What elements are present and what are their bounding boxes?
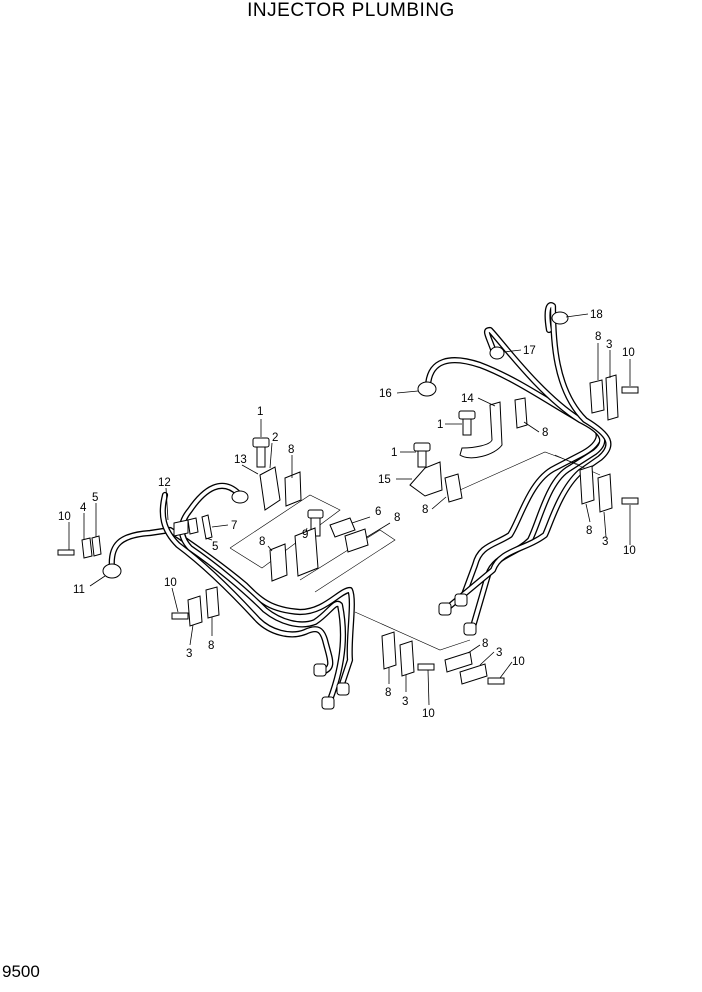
- callout-3: 3: [402, 696, 408, 708]
- plate-3-lower-middle: [399, 640, 415, 677]
- clamp-8-upper-left: [284, 471, 302, 507]
- clamp-6: [329, 517, 356, 538]
- bracket-2: [259, 466, 281, 511]
- clamp-8-right: [514, 397, 528, 429]
- callout-10: 10: [622, 347, 635, 359]
- bolt-10-upper-right: [621, 386, 639, 394]
- callout-8: 8: [385, 687, 391, 699]
- clamp-8-middle: [344, 528, 369, 553]
- callout-5: 5: [212, 541, 218, 553]
- clamp-8-upper-right: [589, 379, 605, 414]
- washer-5-left: [91, 535, 102, 557]
- bracket-9: [294, 527, 319, 577]
- callout-6: 6: [375, 506, 381, 518]
- callout-14: 14: [461, 393, 474, 405]
- washer-7: [201, 514, 213, 540]
- right-pipe-bundle: [424, 302, 612, 634]
- callout-10: 10: [623, 545, 636, 557]
- pipe-end-fittings: [102, 311, 569, 710]
- bolt-10-lower-right: [487, 677, 505, 685]
- callout-leader-lines: [68, 313, 631, 706]
- bolt-10-left: [57, 549, 75, 556]
- callout-13: 13: [234, 454, 247, 466]
- callout-16: 16: [379, 388, 392, 400]
- plate-3-upper-right: [605, 374, 619, 421]
- callout-8: 8: [586, 525, 592, 537]
- bolt-10-far-right: [621, 497, 639, 505]
- callout-8: 8: [542, 427, 548, 439]
- clamp-8-far-right: [579, 465, 595, 505]
- clamp-8-right-lower: [444, 473, 463, 503]
- washer-12: [173, 519, 189, 537]
- bracket-14: [459, 401, 503, 459]
- clamp-8-mid-left: [269, 543, 288, 582]
- callout-17: 17: [523, 345, 536, 357]
- callout-8: 8: [259, 536, 265, 548]
- plate-3-lower-left: [187, 595, 203, 627]
- callout-8: 8: [208, 640, 214, 652]
- callout-8: 8: [482, 638, 488, 650]
- page-code: 9500: [2, 962, 40, 981]
- callout-12: 12: [158, 477, 171, 489]
- callout-10: 10: [512, 656, 525, 668]
- callout-7: 7: [231, 520, 237, 532]
- bolt-10-lower-left: [171, 612, 189, 620]
- plate-3-lower-right: [459, 663, 488, 685]
- callout-3: 3: [602, 536, 608, 548]
- callout-10: 10: [164, 577, 177, 589]
- page-title: INJECTOR PLUMBING: [247, 0, 455, 21]
- callout-1: 1: [391, 447, 397, 459]
- callout-4: 4: [80, 502, 87, 514]
- callout-5: 5: [92, 492, 98, 504]
- callout-10: 10: [58, 511, 71, 523]
- clamp-and-bracket-parts: [57, 374, 639, 685]
- callout-3: 3: [606, 339, 612, 351]
- callout-8: 8: [394, 512, 400, 524]
- callout-11: 11: [73, 584, 85, 596]
- callout-8: 8: [595, 331, 601, 343]
- clamp-8-lower-left: [205, 586, 220, 619]
- callout-15: 15: [378, 474, 391, 486]
- washer-4: [81, 537, 93, 559]
- assembly-frame-lines: [229, 451, 601, 651]
- plate-3-far-right: [597, 473, 613, 513]
- callout-8: 8: [288, 444, 294, 456]
- callout-8: 8: [422, 504, 428, 516]
- bracket-15: [409, 461, 443, 497]
- callout-9: 9: [302, 529, 308, 541]
- callout-18: 18: [590, 309, 603, 321]
- callout-3: 3: [496, 647, 502, 659]
- callout-2: 2: [272, 432, 278, 444]
- clamp-8-lower-right: [444, 651, 473, 673]
- left-pipe-bundle: [108, 482, 355, 704]
- callout-10: 10: [422, 708, 435, 720]
- callout-1: 1: [437, 419, 443, 431]
- callout-3: 3: [186, 648, 192, 660]
- callout-labels: 18 17 8 3 10 16 14 1 8 1 15 8 8 3 10 1 2…: [58, 309, 636, 720]
- clamp-8-lower-middle: [381, 631, 397, 670]
- callout-1: 1: [257, 406, 263, 418]
- bolt-10-lower-middle: [417, 663, 435, 671]
